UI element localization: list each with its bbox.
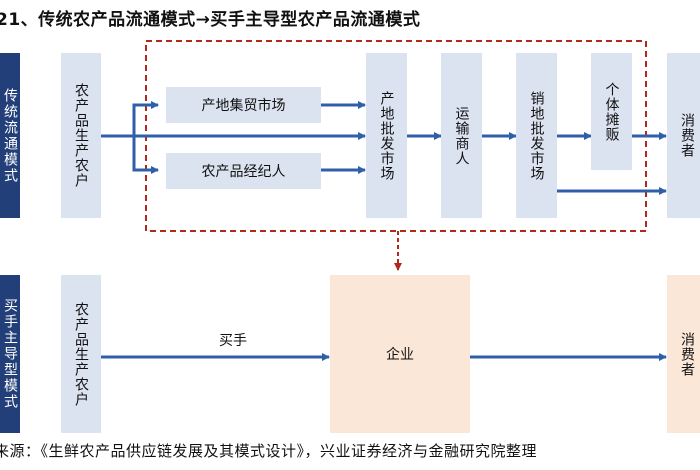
individual-vendor-node: 个体摊贩 bbox=[591, 53, 632, 170]
farmer-to-agent-connector bbox=[132, 136, 159, 174]
buyer-led-consumer-node: 消费者 bbox=[667, 275, 700, 433]
enterprise-node: 企业 bbox=[330, 275, 470, 433]
traditional-farmer-node: 农产品生产农户 bbox=[61, 53, 101, 218]
figure-title: 21、传统农产品流通模式→买手主导型农产品流通模式 bbox=[0, 10, 421, 30]
transporter-node: 运输商人 bbox=[441, 53, 482, 218]
rural-market-node: 产地集贸市场 bbox=[166, 87, 321, 123]
sales-wholesale-market-node: 销地批发市场 bbox=[516, 53, 557, 218]
buyer-led-farmer-node: 农产品生产农户 bbox=[61, 275, 101, 433]
farmer-branch-connector bbox=[101, 103, 158, 138]
buyer-edge-label: 买手 bbox=[219, 333, 247, 349]
traditional-consumer-node: 消费者 bbox=[667, 53, 700, 218]
traditional-mode-side-label: 传统流通模式 bbox=[0, 53, 20, 218]
origin-wholesale-market-node: 产地批发市场 bbox=[366, 53, 407, 218]
source-note: 来源：《生鲜农产品供应链发展及其模式设计》，兴业证券经济与金融研究院整理 bbox=[0, 442, 538, 460]
produce-agent-node: 农产品经纪人 bbox=[166, 153, 321, 189]
buyer-led-mode-side-label: 买手主导型模式 bbox=[0, 275, 20, 433]
